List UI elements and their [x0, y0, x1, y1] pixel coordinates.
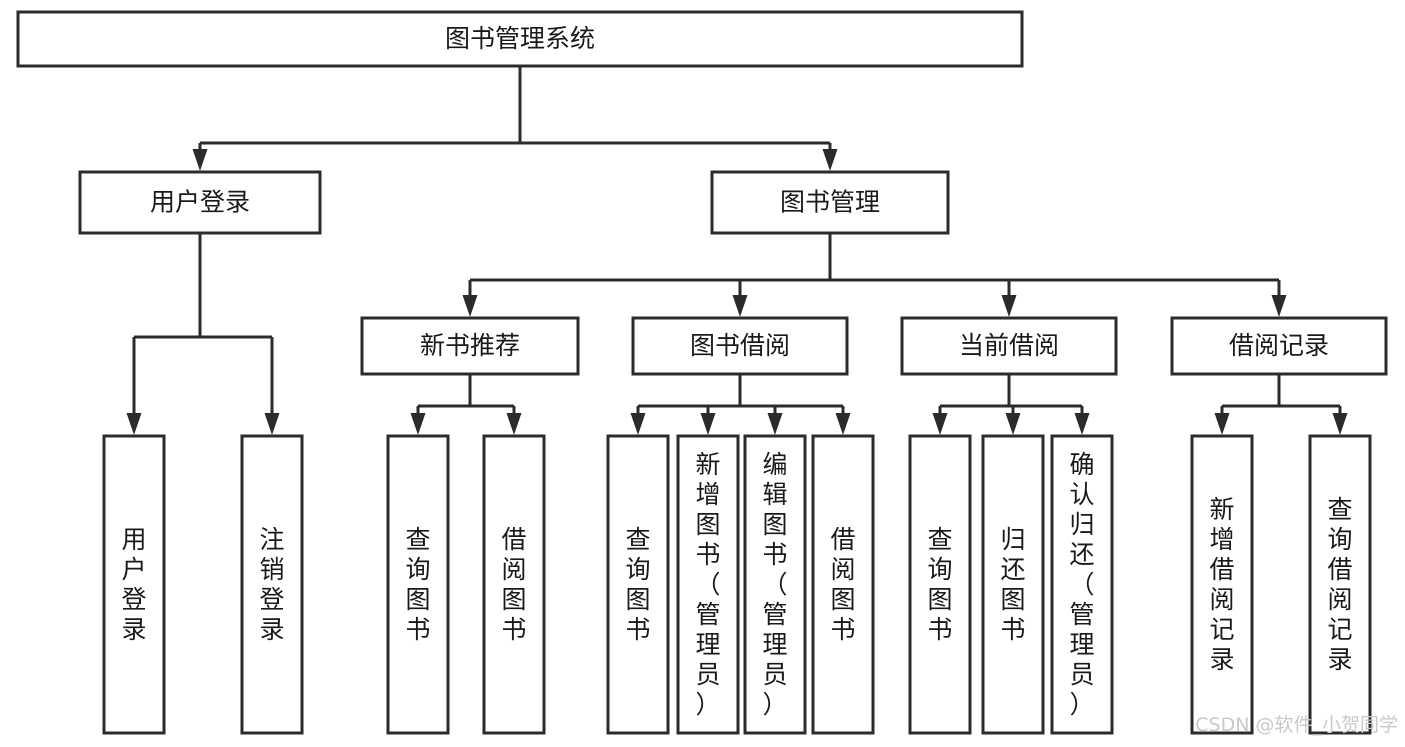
- connector-group-current-borrow: [932, 374, 1090, 435]
- node-borrow-record[interactable]: 借阅记录: [1170, 316, 1388, 376]
- node-box[interactable]: [631, 316, 849, 376]
- arrowhead-icon: [192, 149, 208, 171]
- node-box[interactable]: [482, 434, 546, 735]
- arrowhead-icon: [700, 413, 716, 435]
- node-label: 图书借阅: [690, 331, 790, 360]
- node-new-book-recommend[interactable]: 新书推荐: [360, 316, 580, 376]
- node-leaf-borrow-book[interactable]: 借阅图书: [811, 434, 875, 735]
- arrowhead-icon: [835, 413, 851, 435]
- node-label: 图书管理系统: [445, 24, 595, 53]
- node-label: 用户登录: [150, 188, 250, 217]
- node-leaf-return-book[interactable]: 归还图书: [981, 434, 1045, 735]
- arrowhead-icon: [932, 413, 948, 435]
- node-box[interactable]: [1050, 434, 1114, 735]
- node-label: 图书管理: [780, 188, 880, 217]
- node-leaf-confirm-return[interactable]: 确认归还（管理员）: [1050, 434, 1114, 735]
- node-label: 新增图书（管理员）: [695, 450, 720, 719]
- node-label: 借阅图书: [830, 525, 855, 644]
- node-leaf-query-book-cur[interactable]: 查询图书: [908, 434, 972, 735]
- node-box[interactable]: [78, 170, 322, 235]
- node-label: 查询借阅记录: [1327, 495, 1352, 674]
- node-box[interactable]: [1190, 434, 1254, 735]
- node-label: 借阅记录: [1229, 331, 1329, 360]
- node-box[interactable]: [1308, 434, 1372, 735]
- node-book-borrow[interactable]: 图书借阅: [631, 316, 849, 376]
- node-box[interactable]: [240, 434, 304, 735]
- node-label: 新书推荐: [420, 331, 520, 360]
- node-leaf-query-record[interactable]: 查询借阅记录: [1308, 434, 1372, 735]
- node-leaf-query-book-borrow[interactable]: 查询图书: [606, 434, 670, 735]
- watermark-layer: CSDN @软件_小贺同学: [1195, 714, 1398, 736]
- node-label: 确认归还（管理员）: [1069, 450, 1094, 719]
- node-box[interactable]: [386, 434, 450, 735]
- node-box[interactable]: [360, 316, 580, 376]
- connector-group-book-manage: [462, 233, 1287, 317]
- arrowhead-icon: [1005, 413, 1021, 435]
- node-leaf-edit-book[interactable]: 编辑图书（管理员）: [743, 434, 807, 735]
- node-label: 新增借阅记录: [1209, 495, 1234, 674]
- node-root[interactable]: 图书管理系统: [16, 10, 1024, 68]
- nodes-layer: 图书管理系统用户登录图书管理新书推荐图书借阅当前借阅借阅记录用户登录注销登录查询…: [16, 10, 1388, 735]
- connector-group-root: [192, 66, 838, 171]
- node-box[interactable]: [606, 434, 670, 735]
- arrowhead-icon: [506, 413, 522, 435]
- arrowhead-icon: [126, 413, 142, 435]
- node-box[interactable]: [908, 434, 972, 735]
- arrowhead-icon: [767, 413, 783, 435]
- arrowhead-icon: [1332, 413, 1348, 435]
- csdn-watermark: CSDN @软件_小贺同学: [1195, 714, 1398, 736]
- node-label: 当前借阅: [959, 331, 1059, 360]
- connector-group-user-login: [126, 233, 280, 435]
- connector-group-borrow-record: [1214, 374, 1348, 435]
- node-label: 借阅图书: [501, 525, 526, 644]
- node-box[interactable]: [811, 434, 875, 735]
- node-label: 编辑图书（管理员）: [762, 450, 787, 719]
- node-label: 注销登录: [259, 525, 284, 644]
- arrowhead-icon: [732, 295, 748, 317]
- node-box[interactable]: [710, 170, 950, 235]
- arrowhead-icon: [410, 413, 426, 435]
- node-box[interactable]: [102, 434, 166, 735]
- node-box[interactable]: [16, 10, 1024, 68]
- node-leaf-add-record[interactable]: 新增借阅记录: [1190, 434, 1254, 735]
- node-book-manage[interactable]: 图书管理: [710, 170, 950, 235]
- node-user-login[interactable]: 用户登录: [78, 170, 322, 235]
- node-label: 查询图书: [405, 525, 430, 644]
- arrowhead-icon: [630, 413, 646, 435]
- node-label: 归还图书: [1000, 525, 1025, 644]
- arrowhead-icon: [1074, 413, 1090, 435]
- connector-group-book-borrow: [630, 374, 851, 435]
- arrowhead-icon: [1271, 295, 1287, 317]
- connector-group-new-book-recommend: [410, 374, 522, 435]
- node-box[interactable]: [743, 434, 807, 735]
- arrowhead-icon: [462, 295, 478, 317]
- node-label: 查询图书: [625, 525, 650, 644]
- node-label: 查询图书: [927, 525, 952, 644]
- arrowhead-icon: [264, 413, 280, 435]
- connectors-layer: [126, 66, 1348, 435]
- node-box[interactable]: [1170, 316, 1388, 376]
- node-leaf-borrow-book-rec[interactable]: 借阅图书: [482, 434, 546, 735]
- node-leaf-logout[interactable]: 注销登录: [240, 434, 304, 735]
- node-label: 用户登录: [121, 525, 146, 644]
- arrowhead-icon: [822, 149, 838, 171]
- node-box[interactable]: [676, 434, 740, 735]
- arrowhead-icon: [1214, 413, 1230, 435]
- node-box[interactable]: [900, 316, 1118, 376]
- node-current-borrow[interactable]: 当前借阅: [900, 316, 1118, 376]
- arrowhead-icon: [1001, 295, 1017, 317]
- node-box[interactable]: [981, 434, 1045, 735]
- node-leaf-add-book[interactable]: 新增图书（管理员）: [676, 434, 740, 735]
- node-leaf-query-book-rec[interactable]: 查询图书: [386, 434, 450, 735]
- node-leaf-user-login[interactable]: 用户登录: [102, 434, 166, 735]
